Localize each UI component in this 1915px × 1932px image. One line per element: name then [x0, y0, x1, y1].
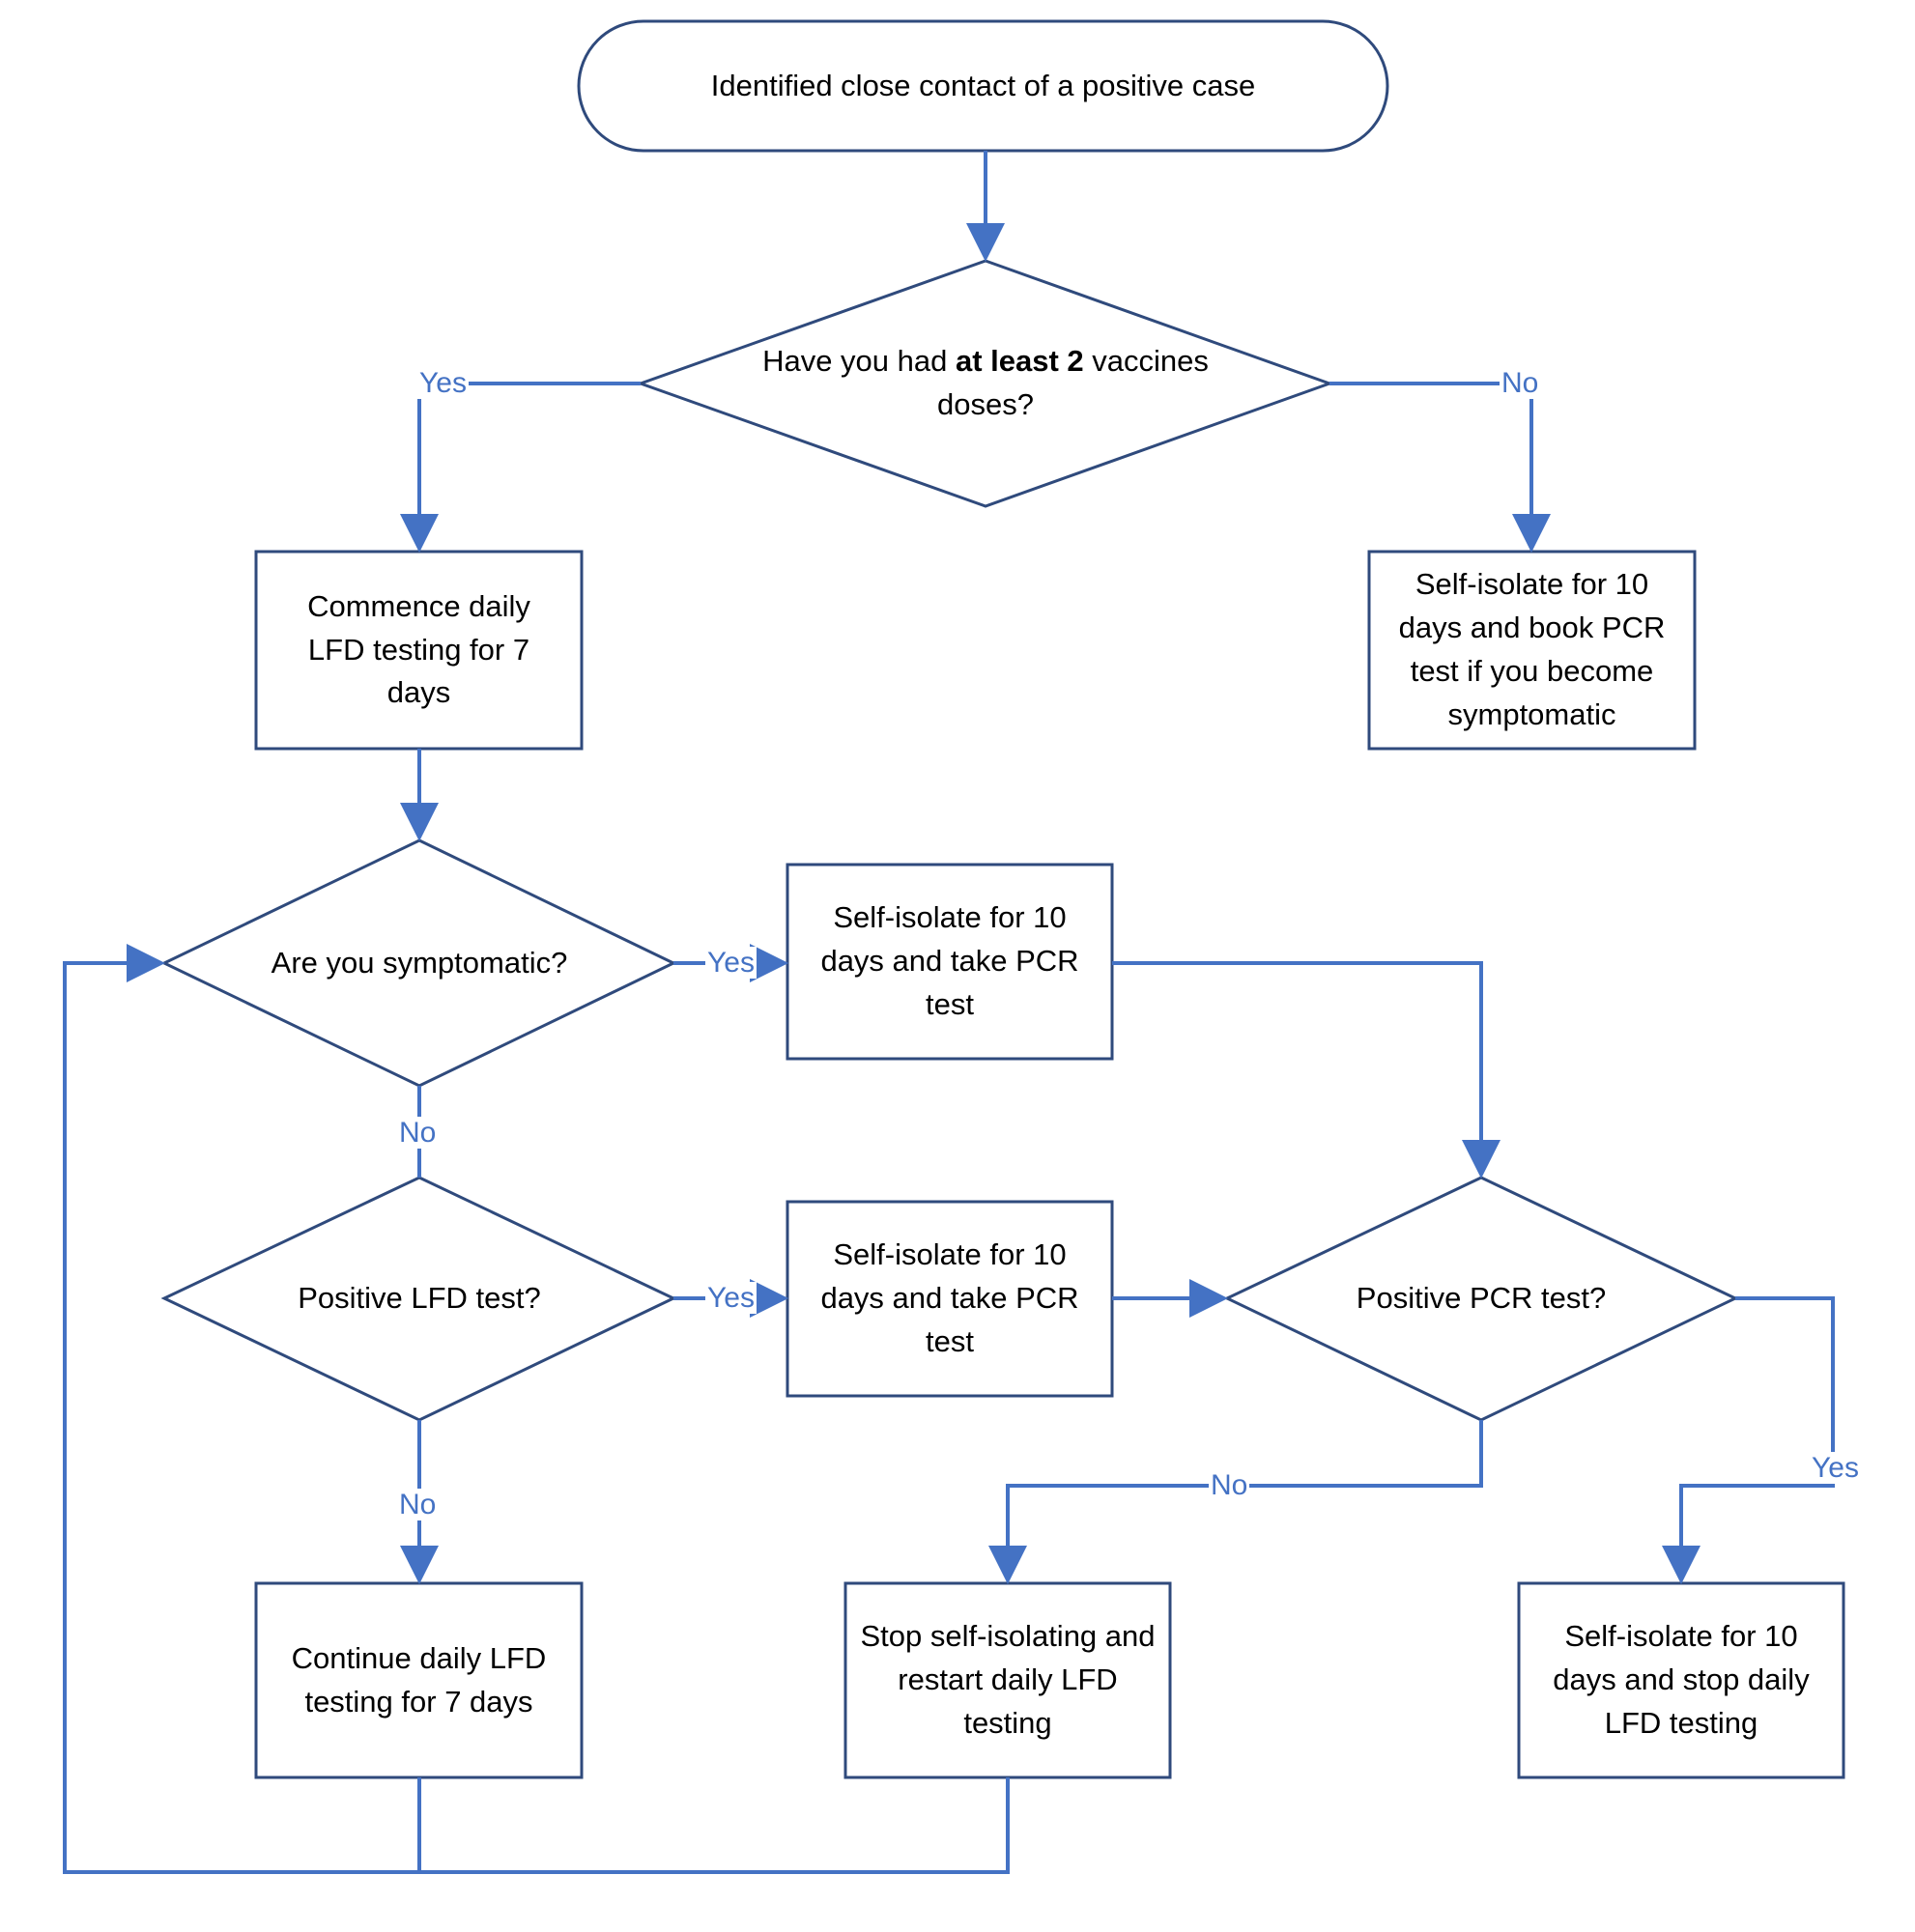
isolate-book-pcr-text: Self-isolate for 10 days and book PCR te… [1398, 567, 1666, 731]
vaccine-question-prefix: Have you had [762, 344, 956, 379]
daily-lfd-text: Commence daily LFD testing for 7 days [307, 588, 530, 710]
vaccine-question-bold: at least 2 [955, 344, 1084, 379]
continue-lfd-text: Continue daily LFD testing for 7 days [291, 1640, 547, 1719]
edge-label-symptomatic-yes: Yes [705, 947, 757, 979]
continue-lfd-label: Continue daily LFD testing for 7 days [272, 1583, 565, 1777]
edge-label-pcr-no: No [1209, 1469, 1250, 1501]
isolate-pcr-box-b [786, 1200, 1114, 1398]
vaccine-decision-diamond [636, 259, 1334, 508]
connector-loop-back [63, 944, 421, 1874]
isolate-pcr-box-a [786, 863, 1114, 1061]
isolate-pcr-a-label: Self-isolate for 10 days and take PCR te… [802, 865, 1098, 1059]
continue-lfd-box [254, 1581, 584, 1779]
connector-isolate-a-to-pcr [1112, 961, 1501, 1179]
edge-label-vaccine-no: No [1500, 367, 1541, 399]
daily-lfd-label: Commence daily LFD testing for 7 days [275, 552, 562, 749]
isolate-stop-label: Self-isolate for 10 days and stop daily … [1536, 1583, 1826, 1777]
symptomatic-question-label: Are you symptomatic? [222, 927, 616, 999]
edge-label-symptomatic-no: No [397, 1117, 439, 1149]
lfd-question-text: Positive LFD test? [298, 1280, 541, 1315]
start-label: Identified close contact of a positive c… [599, 21, 1367, 151]
daily-lfd-box [254, 550, 584, 751]
stop-isolating-text: Stop self-isolating and restart daily LF… [860, 1619, 1156, 1740]
isolate-pcr-a-text: Self-isolate for 10 days and take PCR te… [820, 900, 1079, 1021]
vaccine-question-text: Have you had at least 2 vaccines doses? [725, 340, 1246, 427]
pcr-question-label: Positive PCR test? [1285, 1263, 1677, 1334]
start-terminator [577, 19, 1389, 153]
connector-stop-to-loop [419, 1777, 1010, 1874]
connector-vaccine-no [1329, 382, 1551, 553]
symptomatic-question-text: Are you symptomatic? [271, 945, 568, 980]
isolate-stop-text: Self-isolate for 10 days and stop daily … [1553, 1619, 1810, 1740]
lfd-question-label: Positive LFD test? [222, 1263, 616, 1334]
start-text: Identified close contact of a positive c… [710, 68, 1256, 102]
isolate-book-pcr-label: Self-isolate for 10 days and book PCR te… [1382, 552, 1682, 749]
vaccine-question-label: Have you had at least 2 vaccines doses? [725, 328, 1246, 439]
edge-label-vaccine-yes: Yes [417, 367, 469, 399]
connector-vaccine-yes [400, 382, 641, 553]
vaccine-question-suffix: vaccines doses? [937, 344, 1217, 421]
stop-isolating-label: Stop self-isolating and restart daily LF… [855, 1583, 1160, 1777]
edge-label-pcr-yes: Yes [1810, 1452, 1861, 1484]
edge-label-lfd-no: No [397, 1489, 439, 1520]
connector-pcr-yes [1662, 1296, 1835, 1584]
isolate-pcr-b-text: Self-isolate for 10 days and take PCR te… [820, 1237, 1079, 1358]
pcr-question-text: Positive PCR test? [1356, 1280, 1607, 1315]
edge-label-lfd-yes: Yes [705, 1282, 757, 1314]
isolate-book-pcr-box [1367, 550, 1697, 751]
isolate-pcr-b-label: Self-isolate for 10 days and take PCR te… [802, 1202, 1098, 1396]
